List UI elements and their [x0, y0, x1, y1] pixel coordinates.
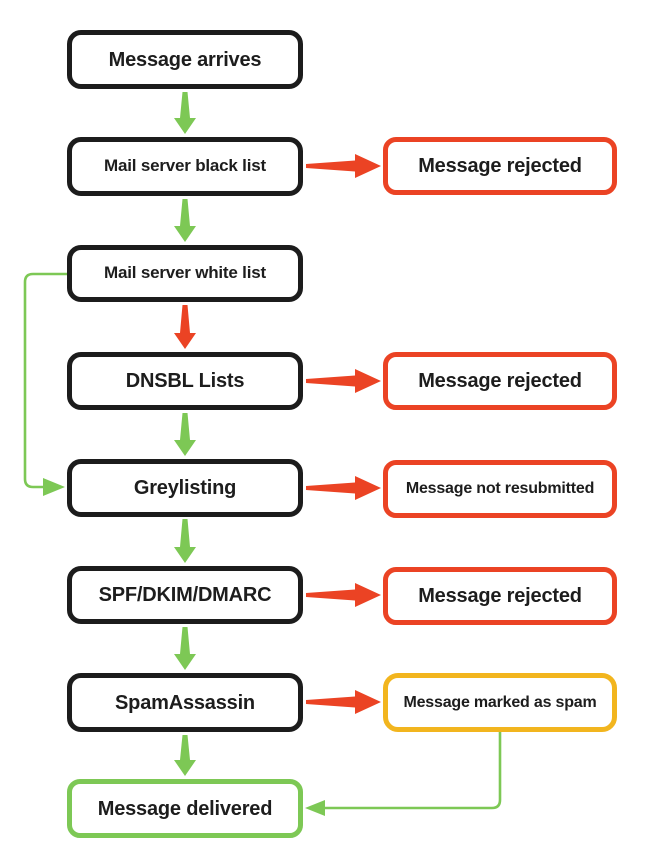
node-message-rejected-1-label: Message rejected [418, 155, 582, 177]
node-dnsbl-lists-label: DNSBL Lists [125, 370, 245, 392]
node-message-delivered: Message delivered [67, 779, 303, 838]
node-message-marked-as-spam-label: Message marked as spam [403, 693, 597, 711]
node-message-not-resubmitted-label: Message not resubmitted [405, 480, 595, 498]
arrow-greylisting-to-spf [174, 519, 196, 563]
node-message-rejected-2-label: Message rejected [418, 370, 582, 392]
node-greylisting-label: Greylisting [133, 477, 237, 499]
node-mail-server-white-list-label: Mail server white list [104, 263, 266, 283]
line-whitelist-bypass-to-greylisting [23, 272, 69, 489]
arrow-dnsbl-to-rejected [306, 369, 381, 393]
node-message-marked-as-spam: Message marked as spam [383, 673, 617, 732]
arrow-blacklist-to-whitelist [174, 199, 196, 242]
node-spamassassin-label: SpamAssassin [115, 691, 255, 714]
arrow-spf-to-spamassassin [174, 627, 196, 670]
node-message-rejected-3: Message rejected [383, 567, 617, 625]
arrow-whitelist-to-dnsbl [174, 305, 196, 349]
node-message-rejected-3-label: Message rejected [418, 585, 582, 607]
line-marked-spam-to-delivered [323, 730, 502, 810]
arrow-blacklist-to-rejected [306, 154, 381, 178]
node-message-not-resubmitted: Message not resubmitted [383, 460, 617, 518]
node-spf-dkim-dmarc: SPF/DKIM/DMARC [67, 566, 303, 624]
node-greylisting: Greylisting [67, 459, 303, 517]
node-message-arrives-label: Message arrives [108, 48, 262, 71]
arrow-dnsbl-to-greylisting [174, 413, 196, 456]
node-message-arrives: Message arrives [67, 30, 303, 89]
arrow-spf-to-rejected [306, 583, 381, 607]
node-spamassassin: SpamAssassin [67, 673, 303, 732]
node-mail-server-black-list: Mail server black list [67, 137, 303, 196]
node-mail-server-white-list: Mail server white list [67, 245, 303, 302]
arrow-arrives-to-blacklist [174, 92, 196, 134]
node-spf-dkim-dmarc-label: SPF/DKIM/DMARC [98, 584, 272, 606]
arrow-spamassassin-to-delivered [174, 735, 196, 776]
arrowhead-bypass-into-greylisting [43, 478, 65, 496]
node-message-rejected-2: Message rejected [383, 352, 617, 410]
node-message-rejected-1: Message rejected [383, 137, 617, 195]
node-mail-server-black-list-label: Mail server black list [104, 156, 266, 176]
arrowhead-into-delivered [305, 800, 325, 816]
arrow-greylisting-to-not-resubmitted [306, 476, 381, 500]
arrow-spamassassin-to-marked-spam [306, 690, 381, 714]
node-dnsbl-lists: DNSBL Lists [67, 352, 303, 410]
node-message-delivered-label: Message delivered [97, 797, 273, 820]
